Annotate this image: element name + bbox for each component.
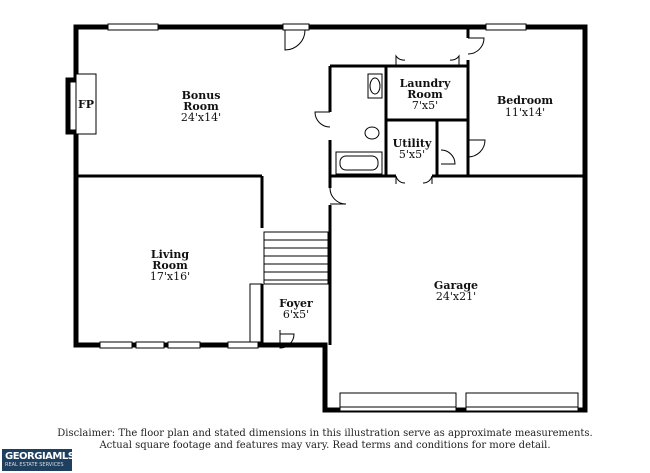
disclaimer-line-2: Actual square footage and features may v… — [99, 440, 551, 451]
room-label-foyer: Foyer 6'x5' — [279, 297, 313, 321]
svg-text:Laundry: Laundry — [400, 77, 451, 90]
logo-tagline: REAL ESTATE SERVICES — [5, 462, 64, 468]
interior-walls — [76, 27, 585, 345]
room-label-utility: Utility 5'x5' — [393, 137, 432, 161]
room-label-garage: Garage 24'x21' — [434, 279, 478, 303]
svg-text:5'x5': 5'x5' — [399, 148, 425, 161]
room-label-bonus: Bonus Room 24'x14' — [181, 89, 221, 124]
svg-text:Room: Room — [152, 259, 188, 272]
svg-text:7'x5': 7'x5' — [412, 99, 438, 112]
windows — [99, 23, 527, 349]
bathroom-fixtures — [335, 73, 383, 175]
svg-text:11'x14': 11'x14' — [505, 106, 545, 119]
garage-doors — [339, 392, 579, 412]
svg-text:Bonus: Bonus — [182, 89, 221, 102]
svg-text:Living: Living — [151, 248, 189, 261]
georgiamls-logo: GEORGIAMLS REAL ESTATE SERVICES — [2, 449, 75, 471]
svg-text:Room: Room — [183, 100, 219, 113]
room-label-laundry: Laundry Room 7'x5' — [400, 77, 451, 112]
fireplace: FP — [65, 73, 97, 135]
svg-text:Bedroom: Bedroom — [497, 94, 553, 107]
svg-text:Foyer: Foyer — [279, 297, 313, 310]
svg-text:24'x14': 24'x14' — [181, 111, 221, 124]
doors — [279, 23, 486, 349]
room-label-bedroom: Bedroom 11'x14' — [497, 94, 553, 119]
staircase — [249, 231, 329, 343]
svg-text:17'x16': 17'x16' — [150, 270, 190, 283]
svg-text:Room: Room — [407, 88, 443, 101]
svg-text:Garage: Garage — [434, 279, 478, 292]
svg-text:6'x5': 6'x5' — [283, 308, 309, 321]
svg-text:24'x21': 24'x21' — [436, 290, 476, 303]
room-label-living: Living Room 17'x16' — [150, 248, 190, 283]
disclaimer-line-1: Disclaimer: The floor plan and stated di… — [57, 428, 593, 439]
logo-name: GEORGIAMLS — [5, 451, 75, 462]
fireplace-label: FP — [78, 98, 94, 111]
svg-text:Utility: Utility — [393, 137, 432, 150]
